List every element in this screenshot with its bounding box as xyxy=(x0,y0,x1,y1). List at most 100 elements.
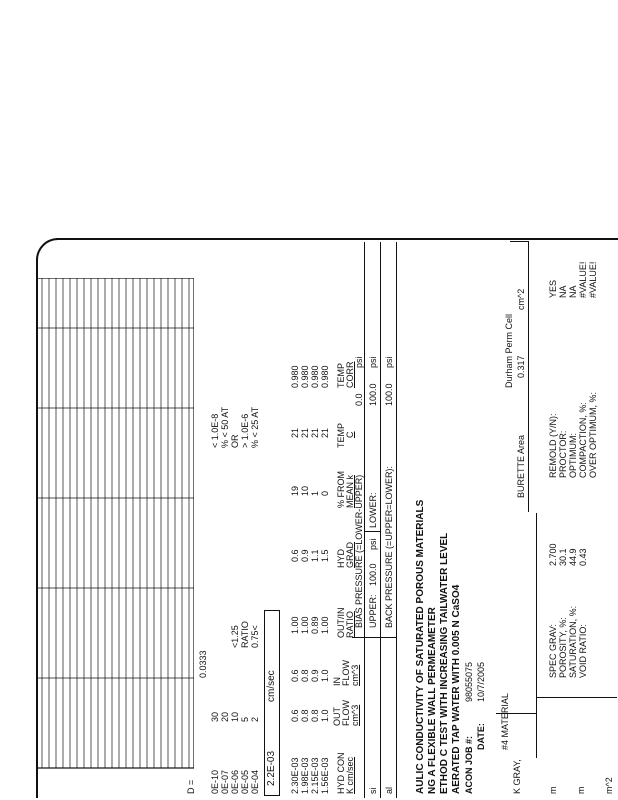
cell-out: 1.0 xyxy=(320,709,330,722)
prop-void-ratio-value: 0.43 xyxy=(578,548,588,566)
cell-corr: 0.980 xyxy=(290,365,300,388)
ratio-val-3: <1.25 xyxy=(230,625,240,648)
title-line-3: ETHOD C TEST WITH INCREASING TAILWATER L… xyxy=(439,532,450,794)
criteria-4: % < 50 AT xyxy=(220,406,230,448)
cell-mean: 1 xyxy=(310,490,320,496)
cell-corr: 0.980 xyxy=(300,365,310,388)
col-corr-h2: CORR xyxy=(345,361,355,389)
cell-in: 0.6 xyxy=(290,669,300,682)
back-pressure-label: BACK PRESSURE (=UPPER=LOWER): xyxy=(384,465,394,628)
upper-label: UPPER: xyxy=(368,594,378,628)
col-in-h3: cm^3 xyxy=(350,664,360,686)
prop-spec-grav-label: SPEC GRAV: xyxy=(548,623,558,678)
sample-unit-3: m^2 xyxy=(604,777,614,794)
upper-value: 100.0 xyxy=(368,563,378,586)
cell-in: 0.8 xyxy=(300,669,310,682)
pressure-divider-mid xyxy=(380,242,381,798)
prop-optimum-value: NA xyxy=(568,285,578,298)
pressure-divider-bottom xyxy=(364,242,365,798)
left-col-5: 0E-10 xyxy=(210,769,220,794)
lower-value: 100.0 xyxy=(368,383,378,406)
cell-ratio: 1.00 xyxy=(300,616,310,634)
job-value: 98055075 xyxy=(464,661,474,702)
pressure-row-prefix-1: al xyxy=(384,786,394,794)
cell-out: 0.6 xyxy=(290,709,300,722)
cell-mean: 0 xyxy=(320,490,330,496)
cell-k: 1.98E-03 xyxy=(300,757,310,794)
cell-in: 0.9 xyxy=(310,669,320,682)
date-value: 10/7/2005 xyxy=(476,661,486,702)
cell-k: 2.30E-03 xyxy=(290,757,300,794)
back-pressure-value: 100.0 xyxy=(384,383,394,406)
area-box xyxy=(510,241,529,512)
prop-remold-label: REMOLD (Y/N): xyxy=(548,413,558,478)
ratio-val-2: RATIO xyxy=(240,621,250,648)
cell-temp: 21 xyxy=(320,427,330,438)
criteria-5: < 1.0E-8 xyxy=(210,413,220,448)
title-line-4: AERATED TAP WATER WITH 0.005 N CaSO4 xyxy=(451,584,462,794)
col-out-h3: cm^3 xyxy=(350,704,360,726)
upper-lower-divider xyxy=(364,531,380,532)
cell-corr: 0.980 xyxy=(320,365,330,388)
job-label: ACON JOB #: xyxy=(464,735,474,794)
col-mean-h2: MEAN k xyxy=(345,474,355,508)
left-col-1: 0E-04 xyxy=(250,769,260,794)
col-temp-h2: C xyxy=(345,431,355,439)
cell-ratio: 1.00 xyxy=(290,616,300,634)
second-col-1: 2 xyxy=(250,716,260,722)
title-line-1: AULIC CONDUCTIVITY OF SATURATED POROUS M… xyxy=(415,499,426,794)
back-pressure-unit: psi xyxy=(384,356,394,368)
cell-grad: 0.6 xyxy=(290,549,300,562)
pressure-divider-top xyxy=(396,242,397,798)
rotated-permeability-form: AULIC CONDUCTIVITY OF SATURATED POROUS M… xyxy=(36,238,618,798)
prop-spec-grav-value: 2.700 xyxy=(548,543,558,566)
second-col-4: 20 xyxy=(220,711,230,722)
frame-right-line xyxy=(56,238,618,240)
prop-proctor-label: PROCTOR: xyxy=(558,430,568,478)
cell-temp: 21 xyxy=(310,427,320,438)
sample-unit-2: m xyxy=(576,786,586,795)
cell-ratio: 0.89 xyxy=(310,616,320,634)
criteria-3: OR xyxy=(230,434,240,449)
ratio-val-1: 0.75< xyxy=(250,625,260,648)
bias-pressure-value: 0.0 xyxy=(354,393,364,406)
cell-in: 1.0 xyxy=(320,669,330,682)
left-col-2: 0E-05 xyxy=(240,769,250,794)
second-col-3: 10 xyxy=(230,711,240,722)
plot-grid xyxy=(36,278,194,769)
second-col-5: 30 xyxy=(210,711,220,722)
pressure-divider-vertical xyxy=(352,637,396,638)
d-value: 0.0333 xyxy=(198,650,208,678)
cell-grad: 1.5 xyxy=(320,549,330,562)
left-col-3: 0E-06 xyxy=(230,769,240,794)
col-k-h2: K cm/sec xyxy=(345,756,355,794)
cell-grad: 1.1 xyxy=(310,549,320,562)
prop-proctor-value: NA xyxy=(558,285,568,298)
upper-unit: psi xyxy=(368,538,378,550)
criteria-2: > 1.0E-6 xyxy=(240,413,250,448)
prop-compaction-value: #VALUE! xyxy=(578,261,588,298)
material-box xyxy=(496,513,537,714)
prop-over-optimum-value: #VALUE! xyxy=(588,261,598,298)
cell-k: 1.56E-03 xyxy=(320,757,330,794)
pressure-row-prefix-2: si xyxy=(368,787,378,795)
date-label: DATE: xyxy=(476,723,486,750)
frame-rounded-corner xyxy=(36,238,60,262)
second-col-2: 5 xyxy=(240,716,250,722)
sample-box xyxy=(536,697,617,758)
prop-remold-value: YES xyxy=(548,279,558,298)
k-summary-value: 2.2E-03 xyxy=(266,750,277,786)
prop-saturation-label: SATURATION, %: xyxy=(568,605,578,678)
cell-corr: 0.980 xyxy=(310,365,320,388)
prop-porosity-label: POROSITY, %: xyxy=(558,617,568,678)
prop-over-optimum-label: OVER OPTIMUM, %: xyxy=(588,391,598,478)
cell-mean: 19 xyxy=(290,485,300,496)
col-grad-h2: GRAD xyxy=(345,541,355,568)
sample-unit-1: m xyxy=(548,786,558,795)
prop-compaction-label: COMPACTION, %: xyxy=(578,402,588,478)
sample-desc: K GRAY, xyxy=(512,759,522,794)
cell-out: 0.8 xyxy=(300,709,310,722)
col-ratio-h2: RATIO xyxy=(345,611,355,638)
bias-pressure-unit: psi xyxy=(354,356,364,368)
